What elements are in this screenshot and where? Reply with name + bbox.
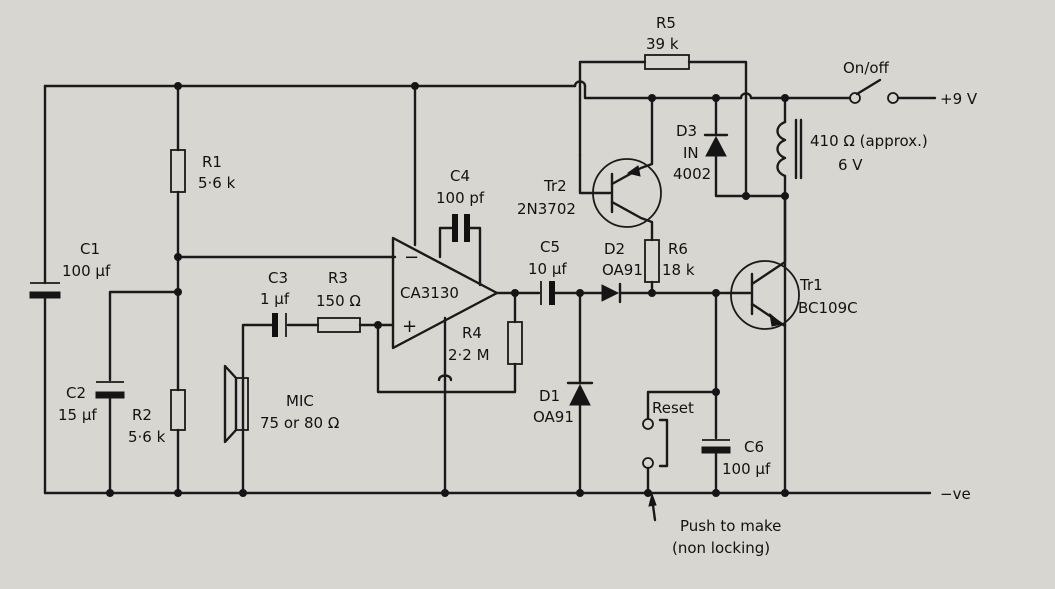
positive-rail: [43, 80, 852, 100]
tr1-value: BC109C: [798, 299, 858, 317]
transistor-tr1: Tr1 BC109C: [726, 194, 858, 330]
resistor-r6: R6 18 k: [644, 239, 695, 295]
tr1-ref: Tr1: [799, 276, 823, 294]
c4-ref: C4: [450, 167, 470, 185]
d3-ref: D3: [676, 122, 697, 140]
junction-dot: [648, 94, 656, 102]
diode-d2: D2 OA91: [601, 240, 730, 304]
op-amp-plus: +: [402, 316, 417, 337]
supply-label: +9 V: [940, 90, 978, 108]
r4-ref: R4: [462, 324, 482, 342]
junction-dot: [781, 94, 789, 102]
resistor-r3: R3 150 Ω: [316, 269, 395, 333]
junction-dot: [712, 388, 720, 396]
capacitor-c6: C6 100 μf: [701, 390, 771, 495]
resistor-r5: R5 39 k: [578, 14, 748, 198]
junction-dot: [742, 192, 750, 200]
junction-dot: [781, 192, 789, 200]
junction-dot: [374, 321, 382, 329]
resistor-r4: R4 2·2 M: [376, 291, 523, 394]
ground-label: −ve: [940, 485, 971, 503]
switch-label: On/off: [843, 59, 890, 77]
op-amp-ca3130: − + CA3130: [391, 84, 499, 495]
capacitor-c5: C5 10 μf: [495, 238, 604, 305]
resistor-r2: R2 5·6 k: [128, 255, 186, 495]
junction-dot: [239, 489, 247, 497]
junction-dot: [712, 94, 720, 102]
reset-label: Reset: [652, 399, 694, 417]
r1-value: 5·6 k: [198, 174, 236, 192]
r5-ref: R5: [656, 14, 676, 32]
reset-switch: Reset Push to make (non locking): [642, 291, 781, 557]
on-off-switch: On/off +9 V: [843, 59, 978, 108]
op-amp-label: CA3130: [400, 284, 459, 302]
op-amp-minus: −: [404, 247, 419, 268]
reset-note-2: (non locking): [672, 539, 770, 557]
junction-dot: [648, 289, 656, 297]
junction-dot: [576, 289, 584, 297]
junction-dots: [106, 82, 789, 497]
c2-ref: C2: [66, 384, 86, 402]
c3-value: 1 μf: [260, 290, 290, 308]
relay-resistance: 410 Ω (approx.): [810, 132, 928, 150]
c1-value: 100 μf: [62, 262, 111, 280]
capacitor-c4: C4 100 pf: [436, 167, 485, 287]
d3-value-2: 4002: [673, 165, 711, 183]
r2-ref: R2: [132, 406, 152, 424]
junction-dot: [411, 82, 419, 90]
relay-coil: 410 Ω (approx.) 6 V: [776, 96, 928, 495]
capacitor-c2: C2 15 μf: [58, 290, 180, 495]
r2-value: 5·6 k: [128, 428, 166, 446]
junction-dot: [712, 489, 720, 497]
junction-dot: [781, 489, 789, 497]
r1-ref: R1: [202, 153, 222, 171]
diode-d3: D3 IN 4002: [673, 96, 787, 198]
junction-dot: [712, 289, 720, 297]
capacitor-c3: C3 1 μf: [241, 269, 320, 495]
tr2-value: 2N3702: [517, 200, 576, 218]
c4-value: 100 pf: [436, 189, 485, 207]
junction-dot: [174, 253, 182, 261]
r6-value: 18 k: [662, 261, 695, 279]
junction-dot: [576, 489, 584, 497]
junction-dot: [106, 489, 114, 497]
d1-ref: D1: [539, 387, 560, 405]
c5-value: 10 μf: [528, 260, 567, 278]
transistor-tr2: Tr2 2N3702: [517, 96, 662, 242]
mic-value: 75 or 80 Ω: [260, 414, 339, 432]
tr2-ref: Tr2: [543, 177, 567, 195]
relay-voltage: 6 V: [838, 156, 863, 174]
c2-value: 15 μf: [58, 406, 97, 424]
diode-d1: D1 OA91: [533, 291, 594, 495]
junction-dot: [174, 489, 182, 497]
c6-value: 100 μf: [722, 460, 771, 478]
junction-dot: [511, 289, 519, 297]
c5-ref: C5: [540, 238, 560, 256]
d1-value: OA91: [533, 408, 574, 426]
d3-value-1: IN: [683, 144, 699, 162]
r3-value: 150 Ω: [316, 292, 361, 310]
microphone: MIC 75 or 80 Ω: [223, 364, 339, 444]
d2-value: OA91: [602, 261, 643, 279]
junction-dot: [174, 82, 182, 90]
capacitor-c1: C1 100 μf: [29, 84, 111, 495]
mic-ref: MIC: [286, 392, 314, 410]
junction-dot: [441, 489, 449, 497]
junction-dot: [174, 288, 182, 296]
c3-ref: C3: [268, 269, 288, 287]
r4-value: 2·2 M: [448, 346, 490, 364]
c6-ref: C6: [744, 438, 764, 456]
r3-ref: R3: [328, 269, 348, 287]
r5-value: 39 k: [646, 35, 679, 53]
resistor-r1: R1 5·6 k: [170, 84, 236, 259]
d2-ref: D2: [604, 240, 625, 258]
r6-ref: R6: [668, 240, 688, 258]
reset-note-1: Push to make: [680, 517, 781, 535]
junction-dot: [644, 489, 652, 497]
c1-ref: C1: [80, 240, 100, 258]
